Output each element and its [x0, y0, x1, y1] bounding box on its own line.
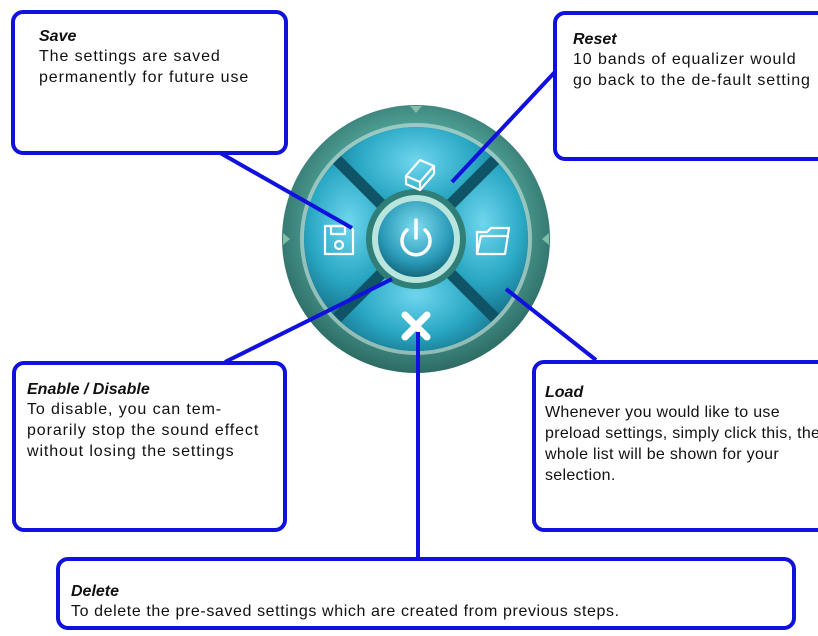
delete-callout-text: To delete the pre-saved settings which a… [71, 601, 780, 622]
save-callout-text: The settings are saved permanently for f… [39, 46, 272, 88]
reset-callout-text: 10 bands of equalizer would go back to t… [573, 49, 817, 91]
delete-callout: Delete To delete the pre-saved settings … [56, 557, 796, 630]
enable-disable-callout-text: To disable, you can tem-porarily stop th… [27, 399, 271, 462]
enable-disable-callout-title: Enable / Disable [27, 381, 271, 399]
save-callout-title: Save [39, 28, 272, 46]
reset-callout-title: Reset [573, 31, 817, 49]
equalizer-control-wheel [279, 102, 553, 376]
delete-callout-title: Delete [71, 583, 780, 601]
load-callout-text: Whenever you would like to use preload s… [545, 402, 818, 486]
load-callout-title: Load [545, 384, 818, 402]
reset-callout: Reset 10 bands of equalizer would go bac… [553, 11, 818, 161]
save-callout: Save The settings are saved permanently … [11, 10, 288, 155]
enable-disable-callout: Enable / Disable To disable, you can tem… [12, 361, 287, 532]
load-callout: Load Whenever you would like to use prel… [532, 360, 818, 532]
